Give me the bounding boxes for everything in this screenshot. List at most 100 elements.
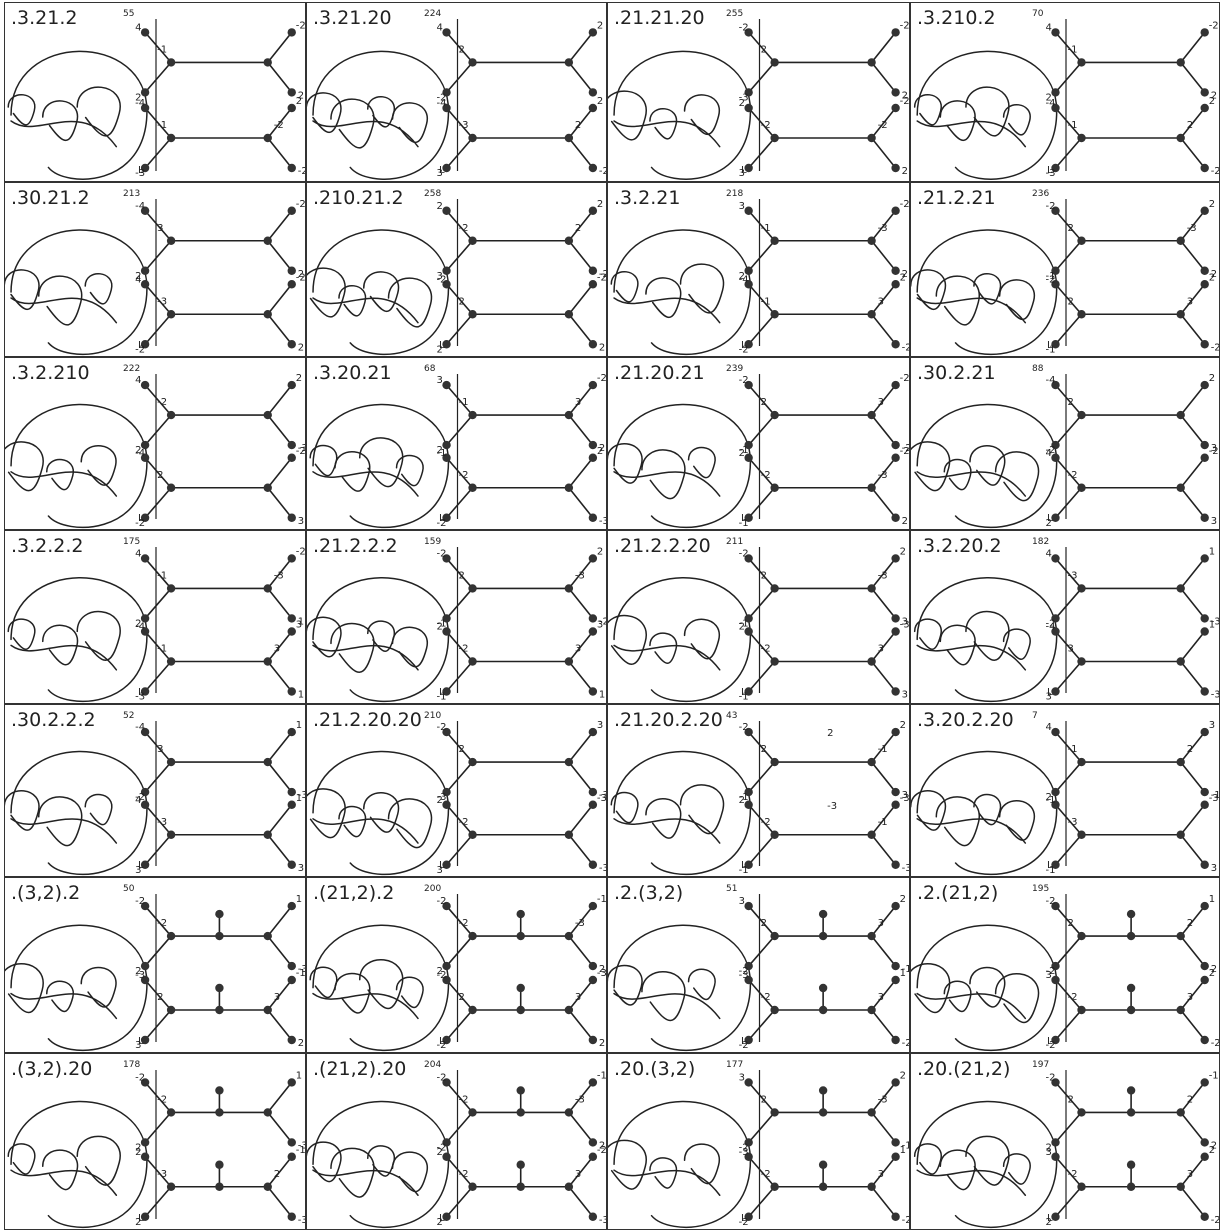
tree-edge	[1056, 488, 1082, 518]
edge-weight-label: 2	[459, 44, 465, 55]
edge-weight-label: 2	[459, 744, 465, 755]
tree-edge	[872, 1112, 896, 1142]
tree-top: -22-123-3	[739, 546, 908, 629]
tree-bottom: 2-2-1-333	[739, 620, 910, 703]
cell-figure: 2-232-22-222-22	[307, 183, 607, 357]
edge-weight-label: 3	[1068, 644, 1074, 655]
knot-strand-tail	[917, 994, 1025, 1019]
signed-tree-diagram: -222-1223-222-23	[1046, 1070, 1221, 1228]
edge-weight-label: -2	[739, 22, 749, 33]
tree-node	[215, 910, 223, 918]
tree-edge	[569, 732, 593, 762]
edge-weight-label: -2	[1209, 446, 1219, 457]
tree-node	[1201, 627, 1209, 635]
edge-weight-label: -2	[900, 199, 910, 210]
tree-node	[288, 1138, 296, 1146]
tree-node	[1201, 976, 1209, 984]
tree-top: -22-1-2-23	[739, 373, 910, 456]
tree-top: 4-12-22	[1046, 20, 1219, 103]
tree-node	[1077, 657, 1085, 665]
tree-edge	[1056, 835, 1082, 865]
tree-node	[468, 484, 476, 492]
knot-cell: -43-21-34-3313.30.2.2.252L	[4, 704, 306, 877]
edge-weight-label: 3	[878, 644, 884, 655]
knot-name-label: .21.20.21	[614, 362, 705, 384]
knot-name-label: .2.(21,2)	[917, 882, 998, 904]
tree-node	[167, 1006, 175, 1014]
cell-figure: 32-22-13-3-2-21-23	[608, 878, 910, 1053]
tree-node	[819, 1006, 827, 1014]
signed-tree-diagram: -42-2234-22-23	[1046, 373, 1219, 529]
tree-edge	[447, 488, 473, 518]
tree-node	[1177, 758, 1185, 766]
knot-index-number: 258	[424, 189, 441, 199]
knot-strand-outer	[614, 230, 750, 354]
tree-bottom: -4-332-22	[437, 96, 607, 179]
tree-node	[891, 280, 899, 288]
edge-weight-label: -2	[902, 342, 910, 353]
tree-edge	[268, 762, 292, 792]
tree-top: 4-12-21-3	[135, 546, 306, 629]
knot-cell: 4-12-22-4-1-32-22.3.210.270L	[910, 2, 1220, 182]
tree-node	[468, 411, 476, 419]
tree-node	[1177, 1006, 1185, 1014]
tree-node	[589, 164, 597, 172]
tree-node	[468, 1006, 476, 1014]
edge-weight-label: -3	[1211, 690, 1220, 701]
edge-weight-label: 1	[900, 968, 906, 979]
tree-node	[744, 104, 752, 112]
tree-node	[1077, 831, 1085, 839]
edge-weight-label: 3	[878, 296, 884, 307]
edge-weight-label: -3	[1068, 570, 1078, 581]
tree-node	[867, 1108, 875, 1116]
tree-node	[1177, 58, 1185, 66]
tree-node	[1201, 861, 1209, 869]
edge-weight-label: 2	[157, 992, 163, 1003]
l-marker: L	[1047, 165, 1053, 176]
tree-edge	[569, 415, 593, 445]
edge-weight-label: 3	[597, 720, 603, 731]
tree-top: -22-2122	[1046, 894, 1218, 977]
tree-edge	[872, 138, 896, 168]
tree-edge	[268, 314, 292, 344]
tree-edge	[749, 835, 775, 865]
edge-weight-label: 2	[761, 1094, 767, 1105]
tree-node	[1177, 1108, 1185, 1116]
knot-strand-outer	[11, 578, 147, 702]
edge-weight-label: -2	[135, 896, 145, 907]
tree-node	[770, 1108, 778, 1116]
tree-edge	[569, 662, 593, 692]
tree-edge	[872, 936, 896, 966]
knot-strand-outer	[614, 578, 750, 702]
edge-weight-label: 2	[900, 894, 906, 905]
l-marker: L	[138, 340, 144, 351]
knot-diagram	[307, 51, 448, 179]
tree-edge	[268, 488, 292, 518]
tree-edge	[569, 588, 593, 618]
signed-tree-diagram: 4-12-21-3-4-1-3313	[135, 546, 306, 702]
tree-node	[1201, 1153, 1209, 1161]
tree-node	[167, 411, 175, 419]
edge-weight-label: -3	[599, 1215, 607, 1226]
edge-weight-label: 2	[459, 570, 465, 581]
tree-node	[819, 1183, 827, 1191]
tree-node	[1201, 104, 1209, 112]
tree-node	[1127, 1108, 1135, 1116]
edge-weight-label: -3	[900, 620, 910, 631]
tree-node	[1127, 1183, 1135, 1191]
tree-node	[1077, 1183, 1085, 1191]
tree-top: -2-2-2-12-3	[437, 1070, 607, 1153]
edge-weight-label: 2	[1068, 223, 1074, 234]
tree-edge	[569, 1112, 593, 1142]
tree-edge	[569, 32, 593, 62]
tree-bottom: -22-2-323	[437, 968, 607, 1051]
tree-node	[819, 932, 827, 940]
tree-edge	[145, 762, 171, 792]
tree-edge	[749, 762, 775, 792]
edge-weight-label: -1	[878, 817, 888, 828]
tree-node	[589, 687, 597, 695]
tree-node	[589, 627, 597, 635]
edge-weight-label: 3	[878, 918, 884, 929]
tree-edge	[1056, 314, 1082, 344]
